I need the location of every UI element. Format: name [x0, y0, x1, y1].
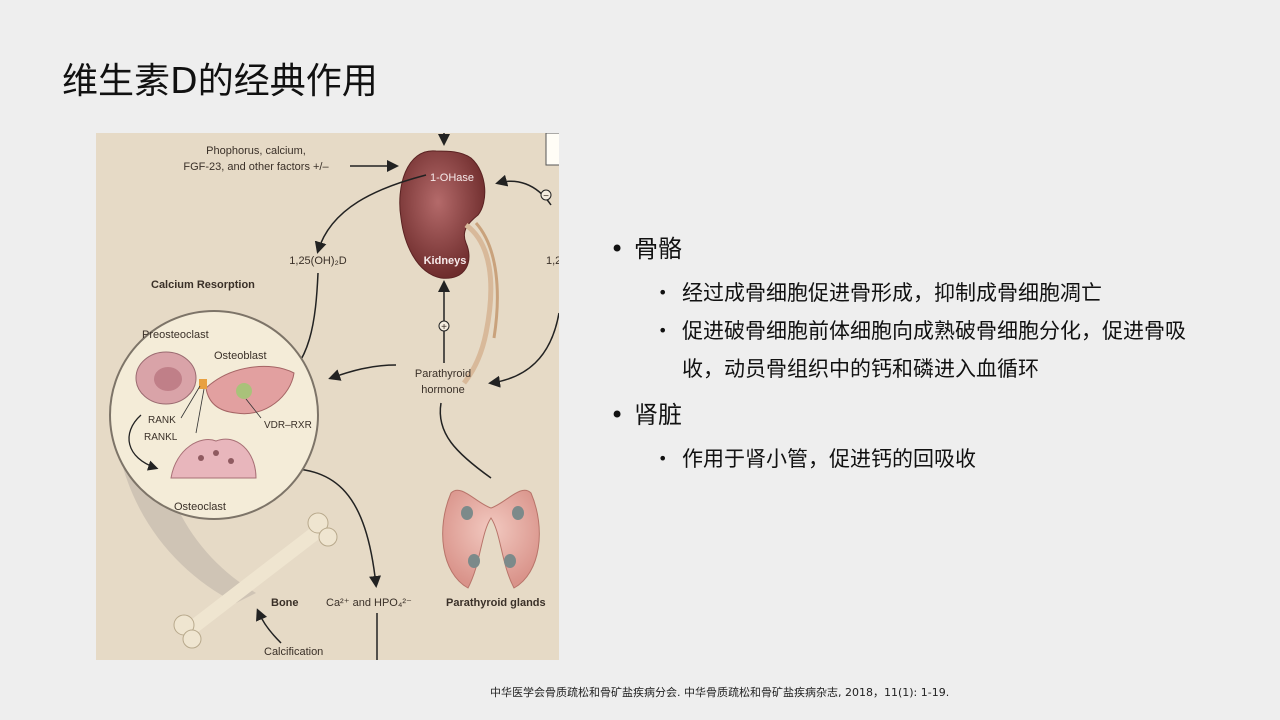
plus-sign: +	[441, 322, 447, 333]
kidney-shape	[399, 150, 499, 385]
label-pth-line2: hormone	[421, 384, 464, 396]
minus-sign: −	[543, 191, 549, 202]
label-rankl: RANKL	[144, 432, 178, 443]
bullet-content: 骨骼 • 经过成骨细胞促进骨形成，抑制成骨细胞凋亡 • 促进破骨细胞前体细胞向成熟破…	[608, 232, 1248, 478]
diagram-svg: + −	[96, 133, 559, 660]
section-heading-kidney: 肾脏	[608, 398, 1248, 432]
bullet-text: 经过成骨细胞促进骨形成，抑制成骨细胞凋亡	[682, 281, 1102, 305]
label-kidneys: Kidneys	[424, 255, 467, 267]
label-parathyroid-glands: Parathyroid glands	[446, 597, 546, 609]
label-osteoblast: Osteoblast	[214, 350, 267, 362]
label-calcium-resorption: Calcium Resorption	[151, 279, 255, 291]
bullet-item: • 促进破骨细胞前体细胞向成熟破骨细胞分化，促进骨吸收，动员骨组织中的钙和磷进入血…	[656, 312, 1202, 388]
label-calcification: Calcification	[264, 646, 323, 658]
bullet-item: • 经过成骨细胞促进骨形成，抑制成骨细胞凋亡	[656, 274, 1202, 312]
bullet-text: 作用于肾小管，促进钙的回吸收	[682, 447, 976, 471]
vitamin-d-diagram: + −	[96, 133, 559, 660]
label-bone: Bone	[271, 597, 299, 609]
section-heading-bone: 骨骼	[608, 232, 1248, 266]
citation-footnote: 中华医学会骨质疏松和骨矿盐疾病分会. 中华骨质疏松和骨矿盐疾病杂志, 2018，…	[490, 686, 950, 699]
slide-title: 维生素D的经典作用	[62, 61, 378, 102]
bullet-text: 促进破骨细胞前体细胞向成熟破骨细胞分化，促进骨吸收，动员骨组织中的钙和磷进入血循…	[682, 319, 1186, 381]
bone-shape	[173, 512, 338, 649]
label-calcitriol-right: 1,2	[546, 255, 559, 267]
label-rank: RANK	[148, 415, 176, 426]
bullet-dot: •	[658, 283, 668, 302]
label-factors-line1: Phophorus, calcium,	[206, 145, 306, 157]
label-osteoclast: Osteoclast	[174, 501, 226, 513]
label-factors-line2: FGF-23, and other factors +/–	[183, 161, 329, 173]
label-vdr-rxr: VDR–RXR	[264, 420, 312, 431]
label-calcitriol: 1,25(OH)₂D	[289, 255, 347, 267]
label-preosteoclast: Preosteoclast	[142, 329, 209, 341]
partial-box	[545, 133, 559, 166]
bullet-dot: •	[658, 321, 668, 340]
calcium-resorption-circle	[109, 310, 319, 603]
label-1-ohase: 1-OHase	[430, 172, 474, 184]
parathyroid-glands-shape	[442, 489, 540, 589]
bullet-item: • 作用于肾小管，促进钙的回吸收	[656, 440, 1202, 478]
label-ca-hpo4: Ca²⁺ and HPO₄²⁻	[326, 597, 412, 609]
bullet-dot: •	[658, 449, 668, 468]
label-pth-line1: Parathyroid	[415, 368, 471, 380]
